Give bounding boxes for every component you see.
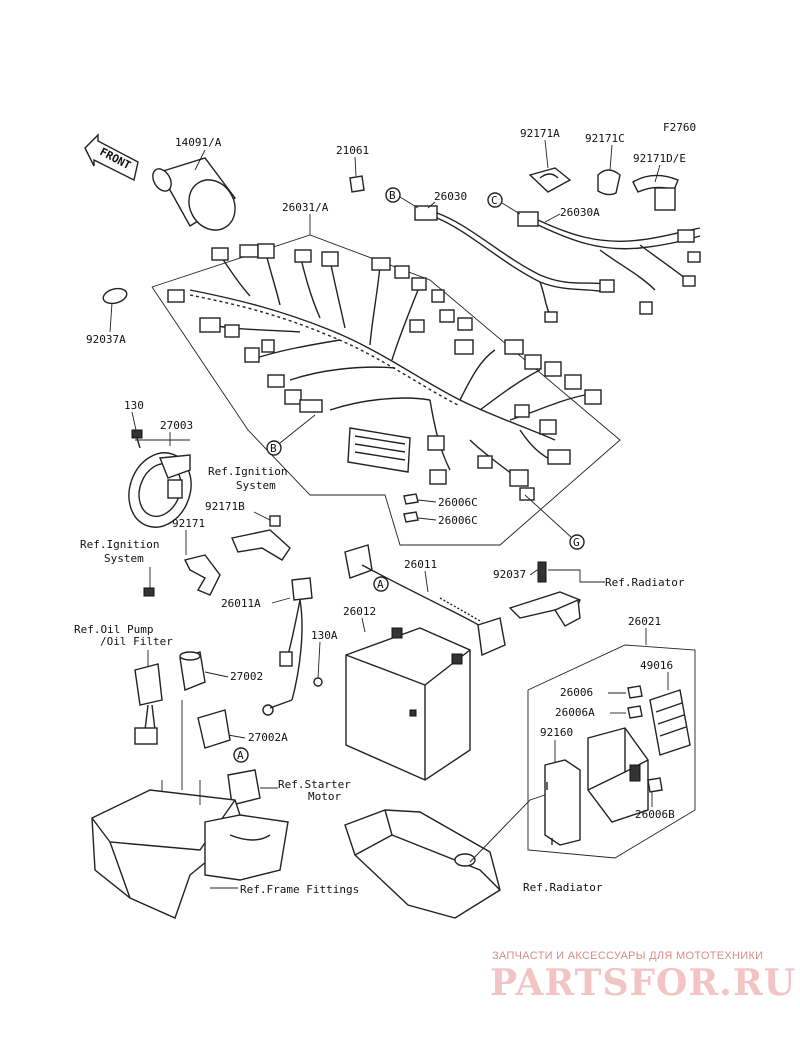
part-21061 bbox=[349, 175, 365, 193]
ref-oil-line1: Ref.Oil Pump bbox=[74, 623, 153, 636]
part-label-27003: 27003 bbox=[160, 419, 193, 432]
part-label-92171B: 92171B bbox=[205, 500, 245, 513]
part-26021-fuse-box bbox=[587, 727, 649, 823]
part-label-49016: 49016 bbox=[640, 659, 673, 672]
part-label-26006B: 26006B bbox=[635, 808, 675, 821]
part-92171-bracket bbox=[143, 554, 221, 597]
part-92037-bracket bbox=[508, 561, 581, 627]
ref-oil-line2: /Oil Filter bbox=[100, 635, 173, 648]
part-label-130: 130 bbox=[124, 399, 144, 412]
part-130-bolt bbox=[131, 429, 143, 449]
callout-a-starter: A bbox=[233, 747, 249, 763]
ref-frame-fittings: Ref.Frame Fittings bbox=[240, 883, 359, 896]
part-label-26006C-a: 26006C bbox=[438, 496, 478, 509]
callout-c-top: C bbox=[487, 192, 503, 208]
part-label-92171C: 92171C bbox=[585, 132, 625, 145]
part-49016-fuse-cover bbox=[649, 689, 691, 756]
ref-radiator-b: Ref.Radiator bbox=[523, 881, 603, 894]
part-label-92171DE: 92171D/E bbox=[633, 152, 686, 165]
part-26011-battery-cable bbox=[344, 544, 506, 657]
part-26031A-main-harness bbox=[167, 243, 602, 501]
part-27003-horn bbox=[128, 452, 192, 528]
part-92160-damper bbox=[544, 759, 581, 846]
part-label-21061: 21061 bbox=[336, 144, 369, 157]
part-27002A-relay bbox=[197, 709, 231, 749]
part-label-26011A: 26011A bbox=[221, 597, 261, 610]
callout-b-harness: B bbox=[266, 440, 282, 456]
callout-b-top: B bbox=[385, 187, 401, 203]
part-26006A-fuse bbox=[627, 705, 643, 719]
part-label-26021: 26021 bbox=[628, 615, 661, 628]
part-92037A-clip bbox=[102, 287, 128, 305]
part-label-26006A: 26006A bbox=[555, 706, 595, 719]
part-label-26011: 26011 bbox=[404, 558, 437, 571]
part-26006C-fuse-b bbox=[403, 511, 419, 523]
svg-text:C: C bbox=[491, 194, 498, 207]
part-26030-subharness bbox=[414, 205, 615, 323]
ref-ignition-a-line2: System bbox=[236, 479, 276, 492]
part-label-27002A: 27002A bbox=[248, 731, 288, 744]
part-26012-battery bbox=[345, 627, 471, 781]
part-label-26030: 26030 bbox=[434, 190, 467, 203]
part-92171DE-clamp bbox=[632, 174, 679, 211]
part-26006C-fuse-a bbox=[403, 493, 419, 505]
callout-a-battery: A bbox=[373, 576, 389, 592]
ref-starter-line2: Motor bbox=[308, 790, 341, 803]
svg-text:B: B bbox=[389, 189, 396, 202]
part-label-92037A: 92037A bbox=[86, 333, 126, 346]
ref-starter-line1: Ref.Starter bbox=[278, 778, 351, 791]
part-27002-relay bbox=[179, 651, 206, 691]
callout-g-harness: G bbox=[569, 534, 585, 550]
part-label-26006: 26006 bbox=[560, 686, 593, 699]
part-label-92037: 92037 bbox=[493, 568, 526, 581]
watermark-logo: PARTSFOR.RU bbox=[490, 962, 797, 1004]
part-coolant-reservoir bbox=[344, 809, 501, 919]
part-battery-tray bbox=[91, 789, 289, 919]
ref-ignition-b-line1: Ref.Ignition bbox=[80, 538, 159, 551]
svg-text:G: G bbox=[573, 536, 580, 549]
part-26006B-fuse bbox=[647, 777, 663, 793]
part-label-130A: 130A bbox=[311, 629, 338, 642]
part-26006-fuse bbox=[627, 685, 643, 699]
part-26030A-subharness bbox=[517, 211, 701, 315]
front-arrow-icon: FRONT bbox=[84, 133, 139, 182]
svg-text:A: A bbox=[237, 749, 244, 762]
part-label-27002: 27002 bbox=[230, 670, 263, 683]
part-label-14091A: 14091/A bbox=[175, 136, 222, 149]
ref-ignition-b-line2: System bbox=[104, 552, 144, 565]
part-label-92160: 92160 bbox=[540, 726, 573, 739]
part-starter-relay bbox=[227, 769, 261, 806]
watermark-caption: ЗАПЧАСТИ И АКСЕССУАРЫ ДЛЯ МОТОТЕХНИКИ bbox=[492, 950, 764, 962]
part-14091A-cover bbox=[152, 157, 237, 231]
part-92171A-clamp bbox=[528, 167, 572, 193]
part-label-92171: 92171 bbox=[172, 517, 205, 530]
part-label-26012: 26012 bbox=[343, 605, 376, 618]
svg-text:B: B bbox=[270, 442, 277, 455]
part-label-26031A: 26031/A bbox=[282, 201, 329, 214]
harness-outline bbox=[151, 234, 621, 546]
figure-code: F2760 bbox=[663, 121, 696, 134]
part-label-26030A: 26030A bbox=[560, 206, 600, 219]
part-label-26006C-b: 26006C bbox=[438, 514, 478, 527]
svg-text:A: A bbox=[377, 578, 384, 591]
part-92171B-grommet bbox=[231, 515, 291, 561]
fusebox-outline bbox=[527, 644, 696, 859]
ref-radiator-a: Ref.Radiator bbox=[605, 576, 685, 589]
part-label-92171A: 92171A bbox=[520, 127, 560, 140]
part-oil-pressure-relay bbox=[134, 663, 163, 745]
part-26011A-ground-cable bbox=[262, 577, 323, 716]
ref-ignition-a-line1: Ref.Ignition bbox=[208, 465, 287, 478]
part-92171C-clamp bbox=[597, 169, 621, 196]
